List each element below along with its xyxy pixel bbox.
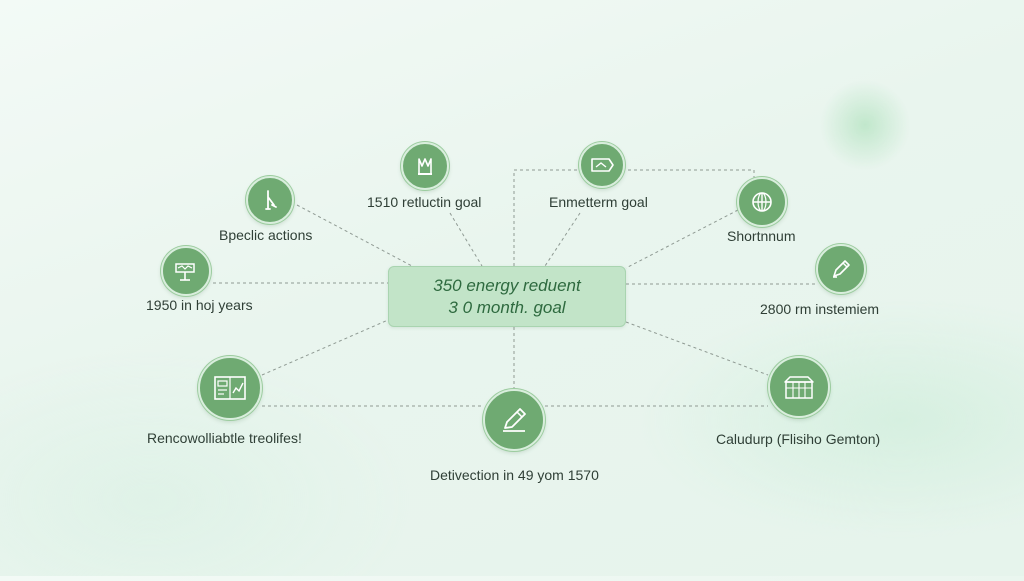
node-1950[interactable] (161, 246, 211, 296)
label-1510: 1510 retluctin goal (367, 194, 482, 210)
connector-shortnnum (625, 209, 739, 269)
factory-icon (418, 158, 432, 175)
connector-calud (625, 321, 769, 376)
label-enmetterm: Enmetterm goal (549, 194, 648, 210)
label-renco: Rencowolliabtle treolifes! (147, 430, 302, 446)
label-deliv: Detivection in 49 yom 1570 (430, 467, 599, 483)
label-calud: Caludurp (Flisiho Gemton) (716, 431, 881, 447)
signpost-icon (175, 263, 195, 281)
tag-icon (591, 158, 614, 172)
node-shortnnum[interactable] (737, 177, 787, 227)
label-2800: 2800 rm instemiem (760, 301, 880, 317)
connector-bpeclic (296, 204, 413, 267)
connector-top-bracket (513, 169, 755, 266)
node-calud[interactable] (768, 356, 830, 418)
label-1950: 1950 in hoj years (146, 297, 253, 313)
node-enmetterm[interactable] (579, 142, 625, 188)
label-shortnnum: Shortnnum (727, 228, 796, 244)
chart-board-icon (214, 376, 246, 400)
central-goal-line2: 3 0 month. goal (448, 298, 566, 317)
node-1510[interactable] (401, 142, 449, 190)
connector-1510 (449, 212, 483, 267)
label-bpeclic: Bpeclic actions (219, 227, 313, 243)
connector-renco (261, 319, 389, 376)
node-bpeclic[interactable] (246, 176, 294, 224)
building-icon (784, 376, 814, 399)
globe-icon (752, 192, 772, 212)
connector-enmetterm (544, 212, 581, 267)
figure-icon (265, 190, 277, 210)
central-goal-box: 350 energy reduent 3 0 month. goal (388, 266, 626, 327)
central-goal-line1: 350 energy reduent (433, 276, 581, 295)
node-deliv[interactable] (483, 389, 545, 451)
pencil-icon (833, 260, 850, 278)
node-2800[interactable] (816, 244, 866, 294)
pen-icon (503, 408, 526, 432)
node-renco[interactable] (198, 356, 262, 420)
